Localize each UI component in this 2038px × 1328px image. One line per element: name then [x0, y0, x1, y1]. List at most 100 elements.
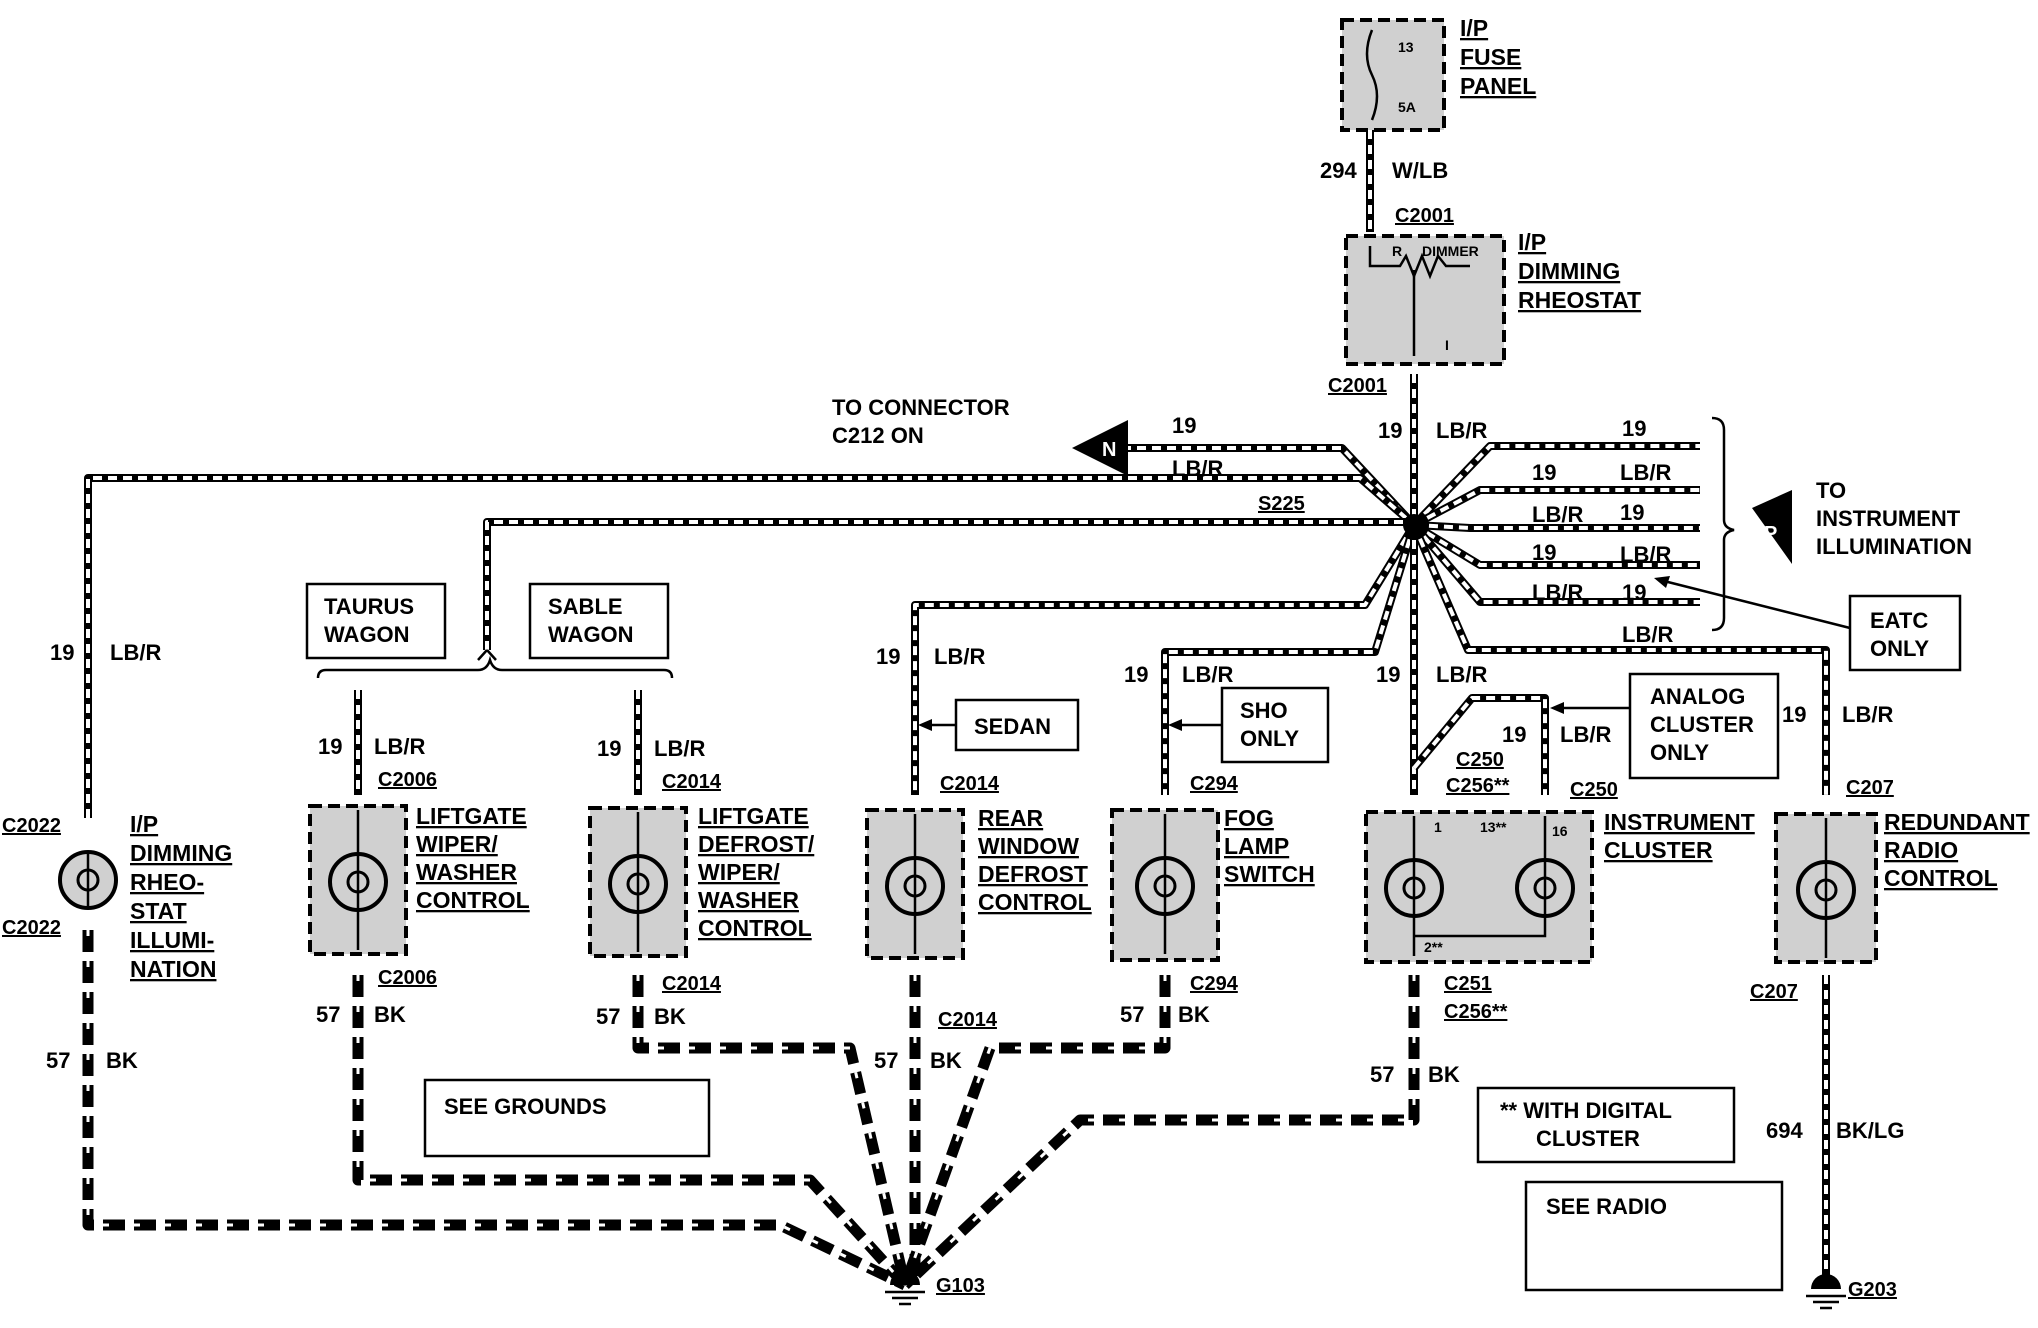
page-marker-n: N: [1102, 439, 1116, 461]
wire-label-p4-num: 19: [1532, 540, 1556, 565]
g103-label: G103: [936, 1275, 985, 1297]
wire-label-p6-color: LB/R: [1622, 622, 1673, 647]
ground-wires: [82, 930, 1420, 1290]
ground-label-3-num: 57: [596, 1004, 620, 1029]
analog-line-3: ONLY: [1650, 740, 1709, 765]
splice-label: S225: [1258, 493, 1305, 515]
c2006-label-1: LIFTGATE: [416, 803, 527, 829]
to-connector-c212: N TO CONNECTOR C212 ON: [832, 395, 1128, 476]
c2022-top-connector: C2022: [2, 815, 61, 837]
to-instrument-label-1: TO: [1816, 478, 1846, 503]
fuse-panel-label-1: I/P: [1460, 15, 1488, 41]
wire-label-c2014a-num: 19: [597, 736, 621, 761]
wire-label-p4-color: LB/R: [1620, 542, 1671, 567]
ground-label-6-num: 57: [1370, 1062, 1394, 1087]
fuse-wire-color: W/LB: [1392, 158, 1448, 183]
see-radio-note: SEE RADIO: [1524, 1180, 1784, 1292]
ground-label-4-num: 57: [874, 1048, 898, 1073]
wire-label-p5-color: LB/R: [1532, 580, 1583, 605]
to-instrument-label-2: INSTRUMENT: [1816, 506, 1961, 531]
c2014a-top-connector: C2014: [662, 771, 722, 793]
digital-cluster-note: ** WITH DIGITAL CLUSTER: [1476, 1086, 1736, 1164]
cluster-label-1: INSTRUMENT: [1604, 809, 1755, 835]
ground-label-4-color: BK: [930, 1048, 962, 1073]
sho-line-2: ONLY: [1240, 726, 1299, 751]
rheostat-label-2: DIMMING: [1518, 258, 1620, 284]
c2014b-label-1: REAR: [978, 805, 1044, 831]
c294-label-3: SWITCH: [1224, 861, 1315, 887]
c2006-label-2: WIPER/: [416, 831, 498, 857]
fuse-panel-label-2: FUSE: [1460, 44, 1521, 70]
c294-label-2: LAMP: [1224, 833, 1289, 859]
c207-top-connector: C207: [1846, 777, 1894, 799]
to-instrument-label-3: ILLUMINATION: [1816, 534, 1972, 559]
ground-label-2-color: BK: [374, 1002, 406, 1027]
sedan-text: SEDAN: [974, 714, 1051, 739]
c207-label-1: REDUNDANT: [1884, 809, 2030, 835]
cluster-pin-16: 16: [1552, 823, 1568, 839]
c2014a-label-4: WASHER: [698, 887, 799, 913]
wire-label-cluster-color: LB/R: [1436, 662, 1487, 687]
wire-label-p3-color: LB/R: [1532, 502, 1583, 527]
taurus-wagon-note: TAURUS WAGON: [305, 582, 447, 660]
c2022-label-1: I/P: [130, 811, 158, 837]
c2014b-label-4: CONTROL: [978, 889, 1092, 915]
instrument-bracket: [1711, 416, 1735, 632]
see-grounds-text: SEE GROUNDS: [444, 1094, 607, 1119]
c2014a-bottom-connector: C2014: [662, 973, 722, 995]
rheostat-pin-r: R: [1392, 243, 1402, 259]
sho-line-1: SHO: [1240, 698, 1288, 723]
to-instrument-illumination: P TO INSTRUMENT ILLUMINATION: [1752, 478, 1972, 564]
wire-label-c2014b-color: LB/R: [934, 644, 985, 669]
wire-label-n-num: 19: [1172, 413, 1196, 438]
wire-label-main-num: 19: [1378, 418, 1402, 443]
eatc-only-note: EATC ONLY: [1654, 576, 1962, 672]
see-radio-text: SEE RADIO: [1546, 1194, 1667, 1219]
wire-label-cluster16-color: LB/R: [1560, 722, 1611, 747]
c207-label-2: RADIO: [1884, 837, 1958, 863]
wire-label-cluster-num: 19: [1376, 662, 1400, 687]
rheostat-label-1: I/P: [1518, 229, 1546, 255]
fuse-wire-circuit: 294: [1320, 158, 1357, 183]
radio-ground-num: 694: [1766, 1118, 1803, 1143]
wire-label-c207-num: 19: [1782, 702, 1806, 727]
c2022-label-4: STAT: [130, 898, 187, 924]
wire-label-n-color: LB/R: [1172, 456, 1223, 481]
c294-label-1: FOG: [1224, 805, 1274, 831]
c2022-label-5: ILLUMI-: [130, 927, 214, 953]
cluster-conn-bottom-b: C256**: [1444, 1001, 1508, 1023]
digital-line-1: ** WITH DIGITAL: [1500, 1098, 1672, 1123]
ground-label-5-color: BK: [1178, 1002, 1210, 1027]
c2022-label-6: NATION: [130, 956, 216, 982]
to-connector-label-2: C212 ON: [832, 423, 924, 448]
wire-label-cluster16-num: 19: [1502, 722, 1526, 747]
wire-label-p1-num: 19: [1622, 416, 1646, 441]
sable-line-2: WAGON: [548, 622, 634, 647]
cluster-pin-2: 2**: [1424, 939, 1443, 955]
sable-wagon-note: SABLE WAGON: [528, 582, 670, 660]
cluster-conn-top-a: C250: [1456, 749, 1504, 771]
wire-label-p3-num: 19: [1620, 500, 1644, 525]
ground-label-2-num: 57: [316, 1002, 340, 1027]
wire-label-p5-num: 19: [1622, 580, 1646, 605]
ground-label-6-color: BK: [1428, 1062, 1460, 1087]
cluster-conn-top-c: C250: [1570, 779, 1618, 801]
c2006-label-3: WASHER: [416, 859, 517, 885]
wire-label-c2014a-color: LB/R: [654, 736, 705, 761]
wire-label-c2022-num: 19: [50, 640, 74, 665]
cluster-conn-bottom-a: C251: [1444, 973, 1492, 995]
redundant-radio-control: C207 C207 REDUNDANT RADIO CONTROL: [1750, 777, 2030, 1003]
c2014a-label-1: LIFTGATE: [698, 803, 809, 829]
rheostat-label-3: RHEOSTAT: [1518, 287, 1641, 313]
taurus-line-1: TAURUS: [324, 594, 414, 619]
ground-g203: G203: [1806, 1274, 1897, 1310]
sho-only-note: SHO ONLY: [1168, 686, 1330, 764]
analog-line-1: ANALOG: [1650, 684, 1745, 709]
rheostat-pin-i: I: [1445, 337, 1449, 353]
wire-label-c207-color: LB/R: [1842, 702, 1893, 727]
c2006-label-4: CONTROL: [416, 887, 530, 913]
cluster-conn-top-b: C256**: [1446, 775, 1510, 797]
ground-label-3-color: BK: [654, 1004, 686, 1029]
wire-label-p2-color: LB/R: [1620, 460, 1671, 485]
c2014a-label-3: WIPER/: [698, 859, 780, 885]
